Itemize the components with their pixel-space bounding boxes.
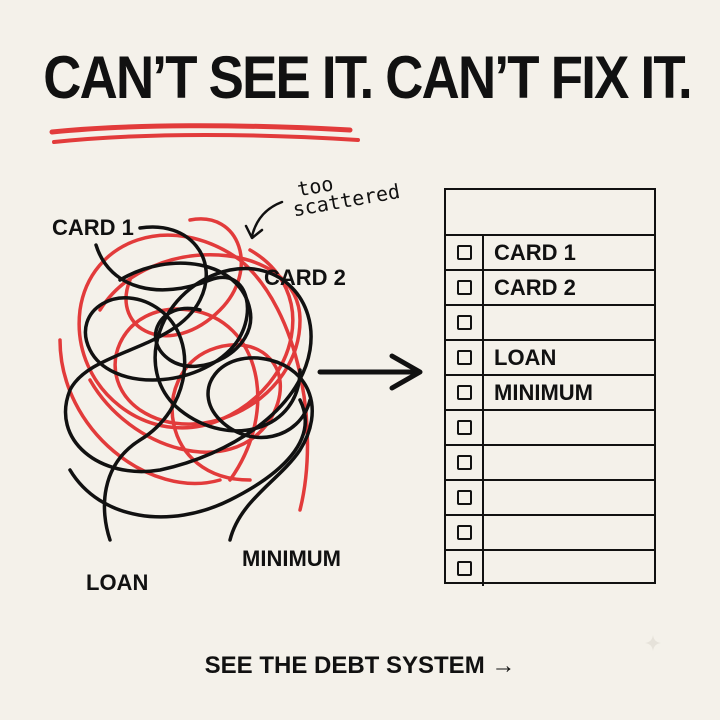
checklist-row-label: CARD 1 <box>494 239 576 265</box>
see-debt-system-link[interactable]: SEE THE DEBT SYSTEM → <box>204 652 516 679</box>
checklist-row-label <box>484 551 494 586</box>
checklist-row-label <box>484 411 494 444</box>
checklist-row <box>446 446 654 481</box>
checkbox[interactable] <box>456 315 472 330</box>
tangle-label-card-1: CARD 1 <box>52 215 134 240</box>
checkbox[interactable] <box>456 490 472 505</box>
checkbox[interactable] <box>456 525 472 540</box>
checkbox[interactable] <box>456 385 472 400</box>
checklist-row-label <box>484 446 494 479</box>
checklist-row: CARD 2 <box>446 271 654 306</box>
debt-checklist: CARD 1 CARD 2 LOAN MINIMUM <box>444 188 656 586</box>
checklist-header <box>446 190 654 236</box>
checkbox[interactable] <box>456 350 472 365</box>
tangle-label-loan: LOAN <box>86 570 149 595</box>
tangled-lines-illustration <box>58 200 423 542</box>
checklist-row <box>446 306 654 341</box>
checkbox[interactable] <box>456 561 472 576</box>
checklist-row <box>446 411 654 446</box>
tangle-label-card-2: CARD 2 <box>264 265 346 290</box>
checklist-row <box>446 551 654 586</box>
checklist-row: CARD 1 <box>446 236 654 271</box>
checkbox[interactable] <box>456 420 472 435</box>
checklist-row: MINIMUM <box>446 376 654 411</box>
checklist-row-label <box>484 481 494 514</box>
checklist-row-label: LOAN <box>494 344 557 370</box>
checkbox[interactable] <box>456 245 472 260</box>
headline: CAN’T SEE IT. CAN’T FIX IT. <box>43 44 692 111</box>
checklist-row <box>446 481 654 516</box>
checklist-row-label <box>484 306 494 339</box>
checklist-row: LOAN <box>446 341 654 376</box>
sparkle-icon <box>645 635 661 651</box>
checkbox[interactable] <box>456 455 472 470</box>
checklist-row <box>446 516 654 551</box>
checklist-row-label: MINIMUM <box>494 379 593 405</box>
checklist-row-label <box>484 516 494 549</box>
tangle-label-minimum: MINIMUM <box>242 546 341 571</box>
checkbox[interactable] <box>456 280 472 295</box>
headline-red-underline <box>49 123 360 144</box>
checklist-row-label: CARD 2 <box>494 274 576 300</box>
